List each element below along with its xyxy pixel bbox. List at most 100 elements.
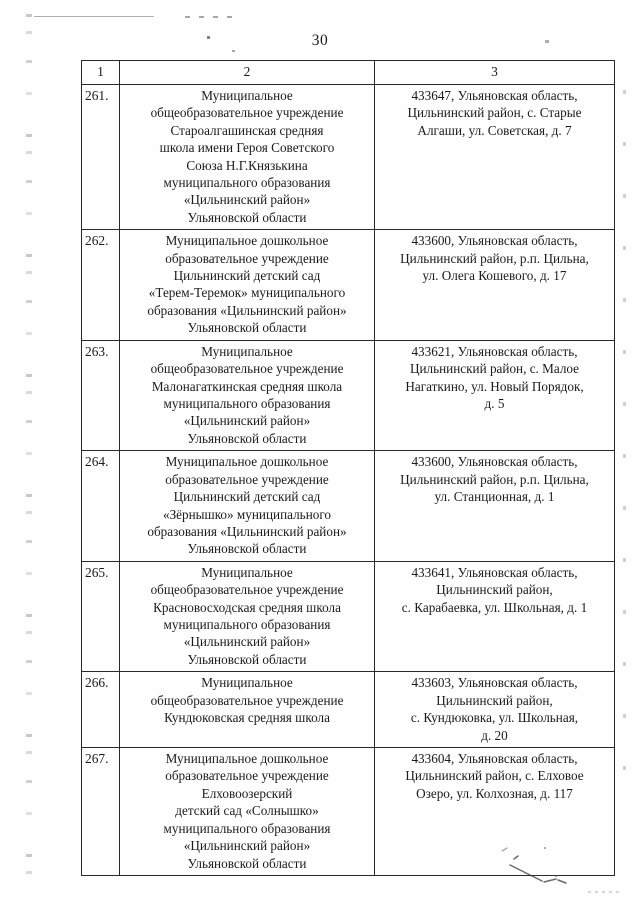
address-line: Цильнинский район, с. Елховое [405, 768, 584, 784]
institution-name-line: «Цильнинский район» [183, 192, 311, 208]
address-line: Цильнинский район, с. Старые [407, 105, 582, 121]
table-row: 261. Муниципальное общеобразовательное учр… [81, 83, 615, 231]
institution-name-line: Елховоозерский [201, 785, 293, 801]
address-line: ул. Станционная, д. 1 [434, 489, 555, 505]
institution-name-line: «Цильнинский район» [183, 413, 311, 429]
institution-name-line: Ульяновской области [187, 855, 307, 871]
row-index-cell: 265. [81, 560, 120, 673]
institution-name-line: «Зёрнышко» муниципального [162, 506, 332, 522]
institution-name-line: Муниципальное [201, 675, 293, 691]
row-index-cell: 261. [81, 83, 120, 231]
address-line: 433600, Ульяновская область, [411, 233, 578, 249]
row-index-cell: 267. [81, 747, 120, 876]
address-cell: 433641, Ульяновская область,Цильнинский … [374, 560, 615, 673]
address-cell: 433600, Ульяновская область,Цильнинский … [374, 450, 615, 562]
address-line: 433647, Ульяновская область, [411, 87, 578, 103]
address-line: ул. Олега Кошевого, д. 17 [422, 268, 567, 284]
row-index-cell: 264. [81, 450, 120, 562]
institution-name-line: детский сад «Солнышко» [175, 803, 319, 819]
institution-name-line: муниципального образования [163, 174, 331, 190]
institution-name-line: образования «Цильнинский район» [147, 523, 347, 539]
institution-name-line: муниципального образования [163, 395, 331, 411]
institution-name-line: Красновосходская средняя школа [153, 599, 341, 615]
institution-name-line: Муниципальное [201, 343, 293, 359]
column-header-address: 3 [374, 60, 615, 85]
address-line: 433600, Ульяновская область, [411, 454, 578, 470]
column-header-institution-name: 2 [119, 60, 375, 85]
institution-name-line: муниципального образования [163, 617, 331, 633]
scan-artifact-right-margin [623, 90, 626, 790]
institution-name-line: Цильнинский детский сад [173, 489, 321, 505]
institution-name-line: школа имени Героя Советского [159, 140, 335, 156]
institution-name-line: образовательное учреждение [165, 768, 329, 784]
institution-name-line: муниципального образования [163, 820, 331, 836]
address-line: Цильнинский район, р.п. Цильна, [400, 250, 589, 266]
address-line: с. Карабаевка, ул. Школьная, д. 1 [401, 599, 588, 615]
address-line: Цильнинский район, [436, 692, 553, 708]
address-cell: 433600, Ульяновская область,Цильнинский … [374, 229, 615, 341]
address-cell: 433604, Ульяновская область, Цильнинский … [374, 747, 615, 876]
address-line: 433603, Ульяновская область, [411, 675, 578, 691]
institution-name-line: «Цильнинский район» [183, 634, 311, 650]
institution-name-line: Малонагаткинская средняя школа [151, 378, 343, 394]
institution-name-line: Муниципальное [201, 564, 293, 580]
institution-name-line: Муниципальное [201, 87, 293, 103]
institution-name-line: «Терем-Теремок» муниципального [148, 285, 346, 301]
address-line: 433604, Ульяновская область, [411, 751, 578, 766]
address-cell: 433647, Ульяновская область, Цильнинский … [374, 83, 615, 231]
institution-name-line: Староалгашинская средняя [170, 122, 324, 138]
institution-name-line: Ульяновской области [187, 209, 307, 225]
institution-name-line: образовательное учреждение [165, 471, 329, 487]
institution-name-cell: Муниципальное общеобразовательное учрежде… [119, 560, 375, 673]
institution-name-line: Ульяновской области [187, 430, 307, 446]
institution-name-line: Ульяновской области [187, 541, 307, 557]
table-header-row: 1 2 3 [81, 60, 615, 85]
address-line: д. 20 [481, 727, 508, 743]
row-index-cell: 262. [81, 229, 120, 341]
scan-artifact-top-dots [185, 16, 240, 18]
scan-artifact-top-rule [34, 16, 154, 17]
institution-name-cell: Муниципальное общеобразовательное учрежде… [119, 339, 375, 452]
address-line: Озеро, ул. Колхозная, д. 117 [416, 785, 573, 801]
column-header-index: 1 [81, 60, 120, 85]
scan-artifact-left-margin [26, 14, 32, 874]
address-line: Цильнинский район, с. Малое [409, 361, 580, 377]
address-line: Цильнинский район, [436, 582, 553, 598]
address-line: д. 5 [484, 395, 505, 411]
institution-name-line: Ульяновской области [187, 651, 307, 667]
institution-name-line: Цильнинский детский сад [173, 268, 321, 284]
institution-name-line: «Цильнинский район» [183, 838, 311, 854]
institution-name-line: общеобразовательное учреждение [150, 582, 344, 598]
institution-name-line: общеобразовательное учреждение [150, 692, 344, 708]
institution-name-line: Кундюковская средняя школа [164, 710, 330, 726]
address-line: с. Кундюковка, ул. Школьная, [410, 710, 579, 726]
institution-name-line: Ульяновской области [187, 320, 307, 336]
table-row: 265. Муниципальное общеобразовательное учр… [81, 560, 615, 673]
address-line: Нагаткино, ул. Новый Порядок, [405, 378, 584, 394]
table-header: 1 2 3 [81, 60, 615, 85]
institution-name-line: образовательное учреждение [165, 250, 329, 266]
institution-name-line: общеобразовательное учреждение [150, 361, 344, 377]
scan-speck [232, 50, 235, 52]
row-index-cell: 263. [81, 339, 120, 452]
table-row: 263. Муниципальное общеобразовательное учр… [81, 339, 615, 452]
institution-name-line: образования «Цильнинский район» [147, 302, 347, 318]
address-line: 433621, Ульяновская область, [411, 343, 578, 359]
institution-name-line: Муниципальное дошкольное [165, 454, 329, 470]
address-line: Цильнинский район, р.п. Цильна, [400, 471, 589, 487]
institution-name-cell: Муниципальное общеобразовательное учрежде… [119, 83, 375, 231]
institution-name-line: Муниципальное дошкольное [165, 233, 329, 249]
row-index-cell: 266. [81, 671, 120, 748]
institution-name-line: Союза Н.Г.Князькина [186, 157, 308, 173]
institution-name-line: общеобразовательное учреждение [150, 105, 344, 121]
address-cell: 433621, Ульяновская область, Цильнинский … [374, 339, 615, 452]
